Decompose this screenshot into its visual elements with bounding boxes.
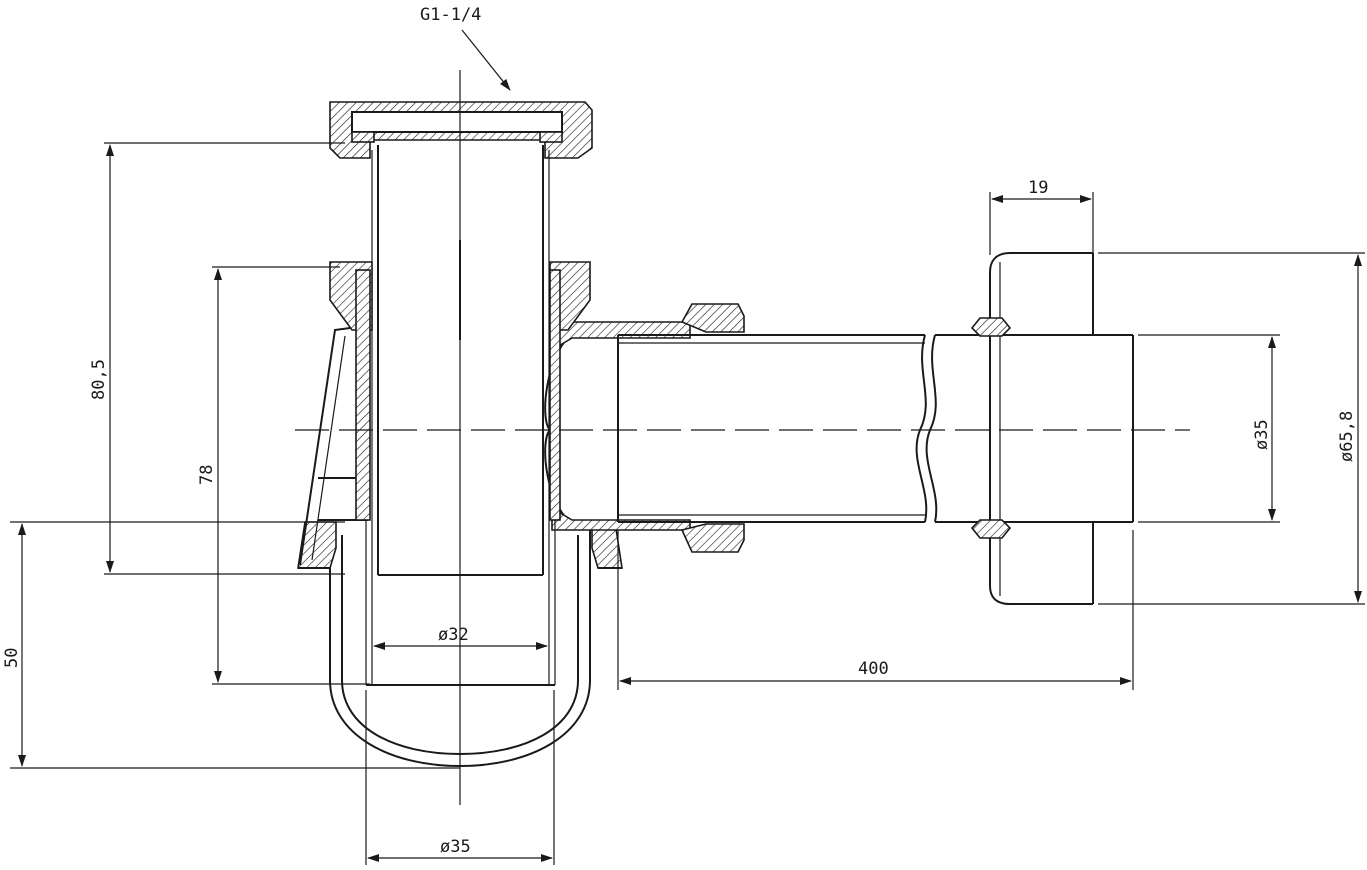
rosette-seal-bottom [970,519,1012,539]
rosette-depth-label: 19 [1028,178,1048,198]
arm-nut-top [680,303,745,333]
pipe-diameter-label: ø35 [1252,419,1272,450]
top-connection [329,101,593,686]
arm-length-label: 400 [858,659,889,679]
rosette-diameter-label: ø65,8 [1337,411,1357,462]
rosette-seal-top [970,317,1012,337]
arm-nut-bottom [680,523,745,553]
horizontal-arm [617,252,1134,605]
thread-label: G1-1/4 [420,5,481,25]
pipe-break [915,334,928,523]
trap-body-taper-left [299,327,351,566]
diameter-inner-label: ø32 [438,625,469,645]
dimensions: G1-1/4 80,5 78 50 ø32 ø35 400 19 [2,5,1365,865]
thread-leader [461,29,511,91]
height-top-label: 80,5 [89,359,109,400]
height-bottom-label: 50 [2,648,22,668]
height-mid-label: 78 [197,465,217,485]
wall-rosette [989,252,1093,605]
diameter-bottom-label: ø35 [440,837,471,857]
